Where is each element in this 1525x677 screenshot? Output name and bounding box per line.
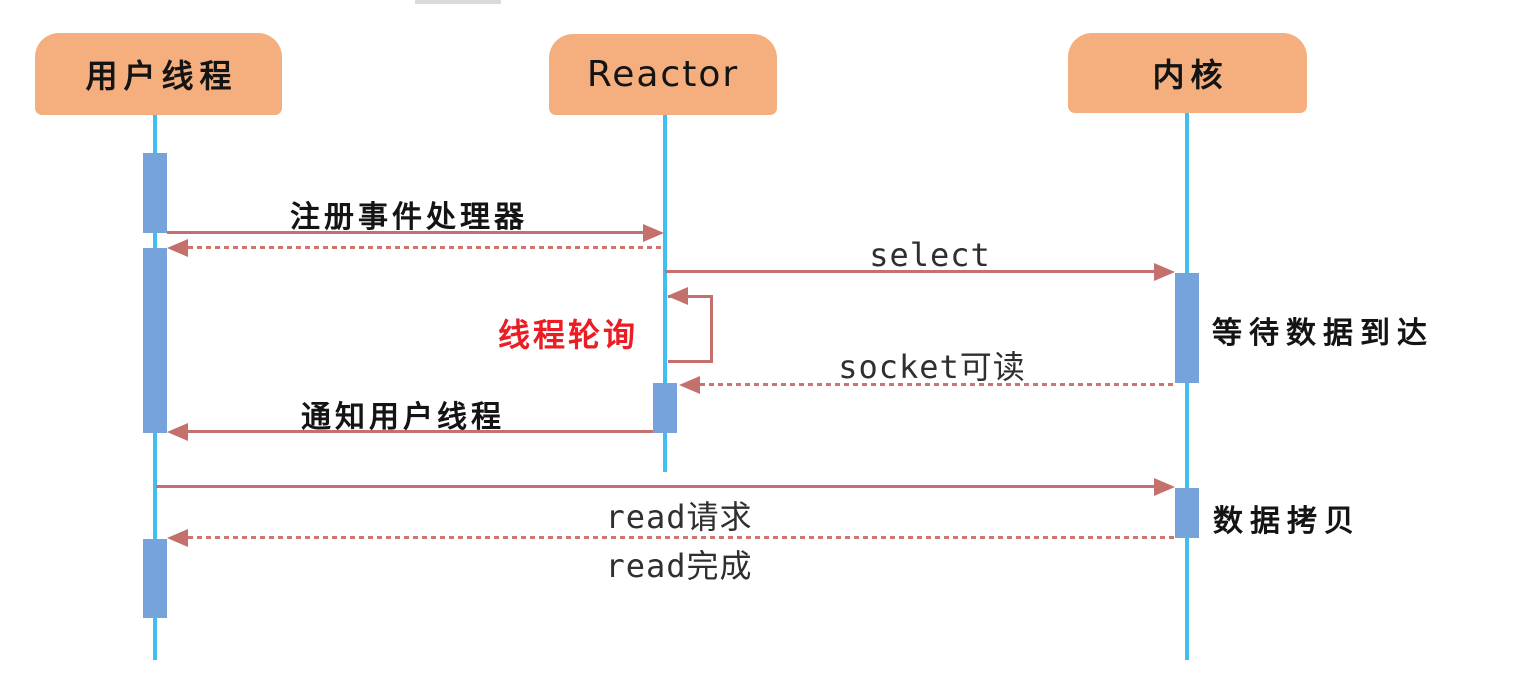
- top-gray-bar: [415, 0, 501, 4]
- arrow-read-request-arrowhead: [1154, 478, 1175, 496]
- actor-label-reactor: Reactor: [586, 54, 740, 95]
- actor-box-kernel: 内核: [1068, 33, 1307, 113]
- message-label-register: 注册事件处理器: [290, 200, 528, 235]
- arrow-register-line: [167, 231, 644, 234]
- activation-kernel-1: [1175, 273, 1199, 383]
- arrow-socket-readable-arrowhead: [679, 376, 700, 394]
- self-loop-polling-arrowhead: [667, 287, 688, 305]
- arrow-select-arrowhead: [1154, 263, 1175, 281]
- arrow-register-ack-line: [188, 246, 664, 249]
- activation-user-1: [143, 153, 167, 233]
- message-label-select: select: [869, 236, 991, 274]
- arrow-register-arrowhead: [643, 224, 664, 242]
- message-label-polling: 线程轮询: [497, 316, 638, 354]
- arrow-read-request-line: [156, 485, 1155, 488]
- actor-label-user-thread: 用户线程: [85, 57, 238, 95]
- arrow-notify-line: [188, 430, 653, 433]
- message-label-notify: 通知用户线程: [301, 400, 505, 435]
- annotation-data-copy: 数据拷贝: [1213, 504, 1361, 539]
- arrow-socket-readable-line: [700, 383, 1175, 386]
- arrow-select-line: [665, 270, 1155, 273]
- message-label-socket-readable: socket可读: [838, 348, 1026, 386]
- message-label-read-request: read请求: [605, 498, 753, 536]
- arrow-read-complete-line: [188, 536, 1175, 539]
- actor-box-user-thread: 用户线程: [35, 33, 282, 115]
- lifeline-kernel: [1185, 113, 1189, 660]
- lifeline-reactor: [663, 115, 667, 472]
- activation-reactor-1: [653, 383, 677, 433]
- arrow-read-complete-arrowhead: [167, 529, 188, 547]
- activation-user-2: [143, 248, 167, 433]
- actor-label-kernel: 内核: [1152, 56, 1229, 94]
- message-label-read-complete: read完成: [605, 547, 753, 585]
- activation-user-3: [143, 539, 167, 618]
- actor-box-reactor: Reactor: [549, 34, 777, 115]
- activation-kernel-2: [1175, 488, 1199, 538]
- annotation-wait-data: 等待数据到达: [1212, 316, 1434, 351]
- self-loop-polling: [668, 295, 713, 363]
- arrow-register-ack-arrowhead: [167, 239, 188, 257]
- arrow-notify-arrowhead: [167, 423, 188, 441]
